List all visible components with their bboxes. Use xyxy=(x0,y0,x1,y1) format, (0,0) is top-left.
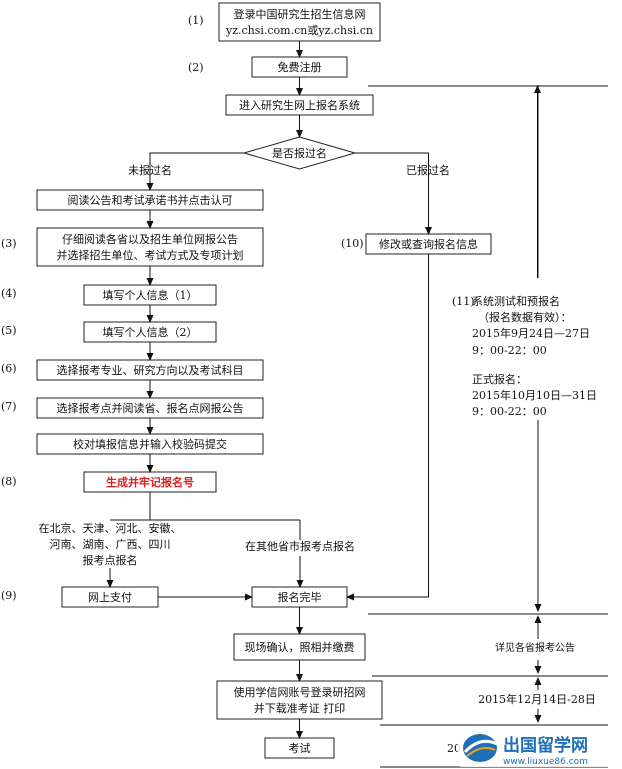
watermark-logo: 出国留学网 www.liuxue86.com xyxy=(458,729,616,767)
schedule-test-line2: （报名数据有效）： xyxy=(478,310,572,324)
box-login-line2: yz.chsi.com.cn或yz.chsi.cn xyxy=(225,24,373,37)
box-info1-text: 填写个人信息（1） xyxy=(103,288,198,302)
step-number-4: (4) xyxy=(1,287,17,300)
box-modify-text: 修改或查询报名信息 xyxy=(379,237,478,251)
box-enter-system: 进入研究生网上报名系统 xyxy=(225,94,374,116)
label-see-notice: 详见各省报考公告 xyxy=(495,641,575,654)
box-exam: 考试 xyxy=(264,737,335,759)
box-login: 登录中国研究生招生信息网 yz.chsi.com.cn或yz.chsi.cn xyxy=(218,2,381,42)
box-enter-system-text: 进入研究生网上报名系统 xyxy=(239,98,360,112)
box-verify-text: 校对填报信息并输入校验码提交 xyxy=(73,437,227,451)
watermark-text: 出国留学网 xyxy=(503,735,588,756)
step-number-9: (9) xyxy=(1,589,17,602)
step-number-7: (7) xyxy=(1,400,17,413)
box-gen-number-text: 生成并牢记报名号 xyxy=(106,475,194,489)
step-number-11: (11) xyxy=(452,295,475,308)
label-provinces-line2: 河南、湖南、广西、四川 xyxy=(50,538,171,551)
step-number-10: (10) xyxy=(341,237,364,250)
schedule-test-line3: 2015年9月24日—27日 xyxy=(472,326,590,340)
box-register: 免费注册 xyxy=(251,56,348,78)
box-pay-text: 网上支付 xyxy=(88,591,132,604)
step-number-3: (3) xyxy=(1,237,17,250)
box-select-major: 选择报考专业、研究方向以及考试科目 xyxy=(36,359,264,381)
step-number-5: (5) xyxy=(1,324,17,337)
box-pay: 网上支付 xyxy=(61,586,159,608)
box-select-site: 选择报考点并阅读省、报名点网报公告 xyxy=(36,397,264,419)
box-read-notice-text: 阅读公告和考试承诺书并点击认可 xyxy=(68,193,233,207)
connectors xyxy=(106,41,432,739)
label-exam-date: 20 xyxy=(447,742,461,755)
step-number-8: (8) xyxy=(1,475,17,488)
box-select-site-text: 选择报考点并阅读省、报名点网报公告 xyxy=(57,401,244,415)
watermark-url: www.liuxue86.com xyxy=(503,757,588,767)
box-download-line1: 使用学信网账号登录研招网 xyxy=(234,685,366,699)
schedule-formal-line1: 正式报名： xyxy=(472,372,527,386)
box-register-text: 免费注册 xyxy=(278,60,322,74)
label-download-date: 2015年12月14日-28日 xyxy=(478,692,596,706)
box-read-notice: 阅读公告和考试承诺书并点击认可 xyxy=(36,189,264,211)
box-read-detail-line2: 并选择招生单位、考试方式及专项计划 xyxy=(57,248,244,262)
box-read-detail: 仔细阅读各省以及招生单位网报公告 并选择招生单位、考试方式及专项计划 xyxy=(36,227,264,267)
schedule-formal-line3: 9：00-22：00 xyxy=(472,405,547,418)
label-provinces-line1: 在北京、天津、河北、安徽、 xyxy=(39,521,182,535)
step-number-6: (6) xyxy=(1,362,17,375)
box-info2: 填写个人信息（2） xyxy=(83,321,217,343)
box-exam-text: 考试 xyxy=(289,742,311,755)
schedule-test-line1: 系统测试和预报名 xyxy=(472,294,560,308)
box-gen-number: 生成并牢记报名号 xyxy=(83,471,217,493)
box-select-major-text: 选择报考专业、研究方向以及考试科目 xyxy=(57,363,244,377)
schedule-test-line4: 9：00-22：00 xyxy=(472,344,547,357)
box-confirm-text: 现场确认，照相并缴费 xyxy=(245,640,355,654)
box-info1: 填写个人信息（1） xyxy=(83,284,217,306)
box-info2-text: 填写个人信息（2） xyxy=(103,325,198,339)
decision-text: 是否报过名 xyxy=(272,146,327,160)
decision-diamond: 是否报过名 xyxy=(242,136,357,170)
box-verify: 校对填报信息并输入校验码提交 xyxy=(36,433,264,455)
box-done: 报名完毕 xyxy=(251,586,348,608)
globe-icon xyxy=(463,734,498,762)
box-modify: 修改或查询报名信息 xyxy=(365,233,492,255)
box-download-line2: 并下载准考证 打印 xyxy=(254,701,346,715)
label-other-provinces: 在其他省市报考点报名 xyxy=(245,539,355,553)
step-number-2: (2) xyxy=(188,61,204,74)
schedule-formal-line2: 2015年10月10日—31日 xyxy=(472,388,597,402)
box-confirm: 现场确认，照相并缴费 xyxy=(233,633,366,661)
box-login-line1: 登录中国研究生招生信息网 xyxy=(234,7,366,21)
timeline xyxy=(368,85,608,768)
label-provinces-line3: 报考点报名 xyxy=(83,553,138,567)
box-read-detail-line1: 仔细阅读各省以及招生单位网报公告 xyxy=(62,232,238,246)
box-download: 使用学信网账号登录研招网 并下载准考证 打印 xyxy=(216,680,383,720)
box-done-text: 报名完毕 xyxy=(278,590,322,604)
step-number-1: (1) xyxy=(188,14,204,27)
